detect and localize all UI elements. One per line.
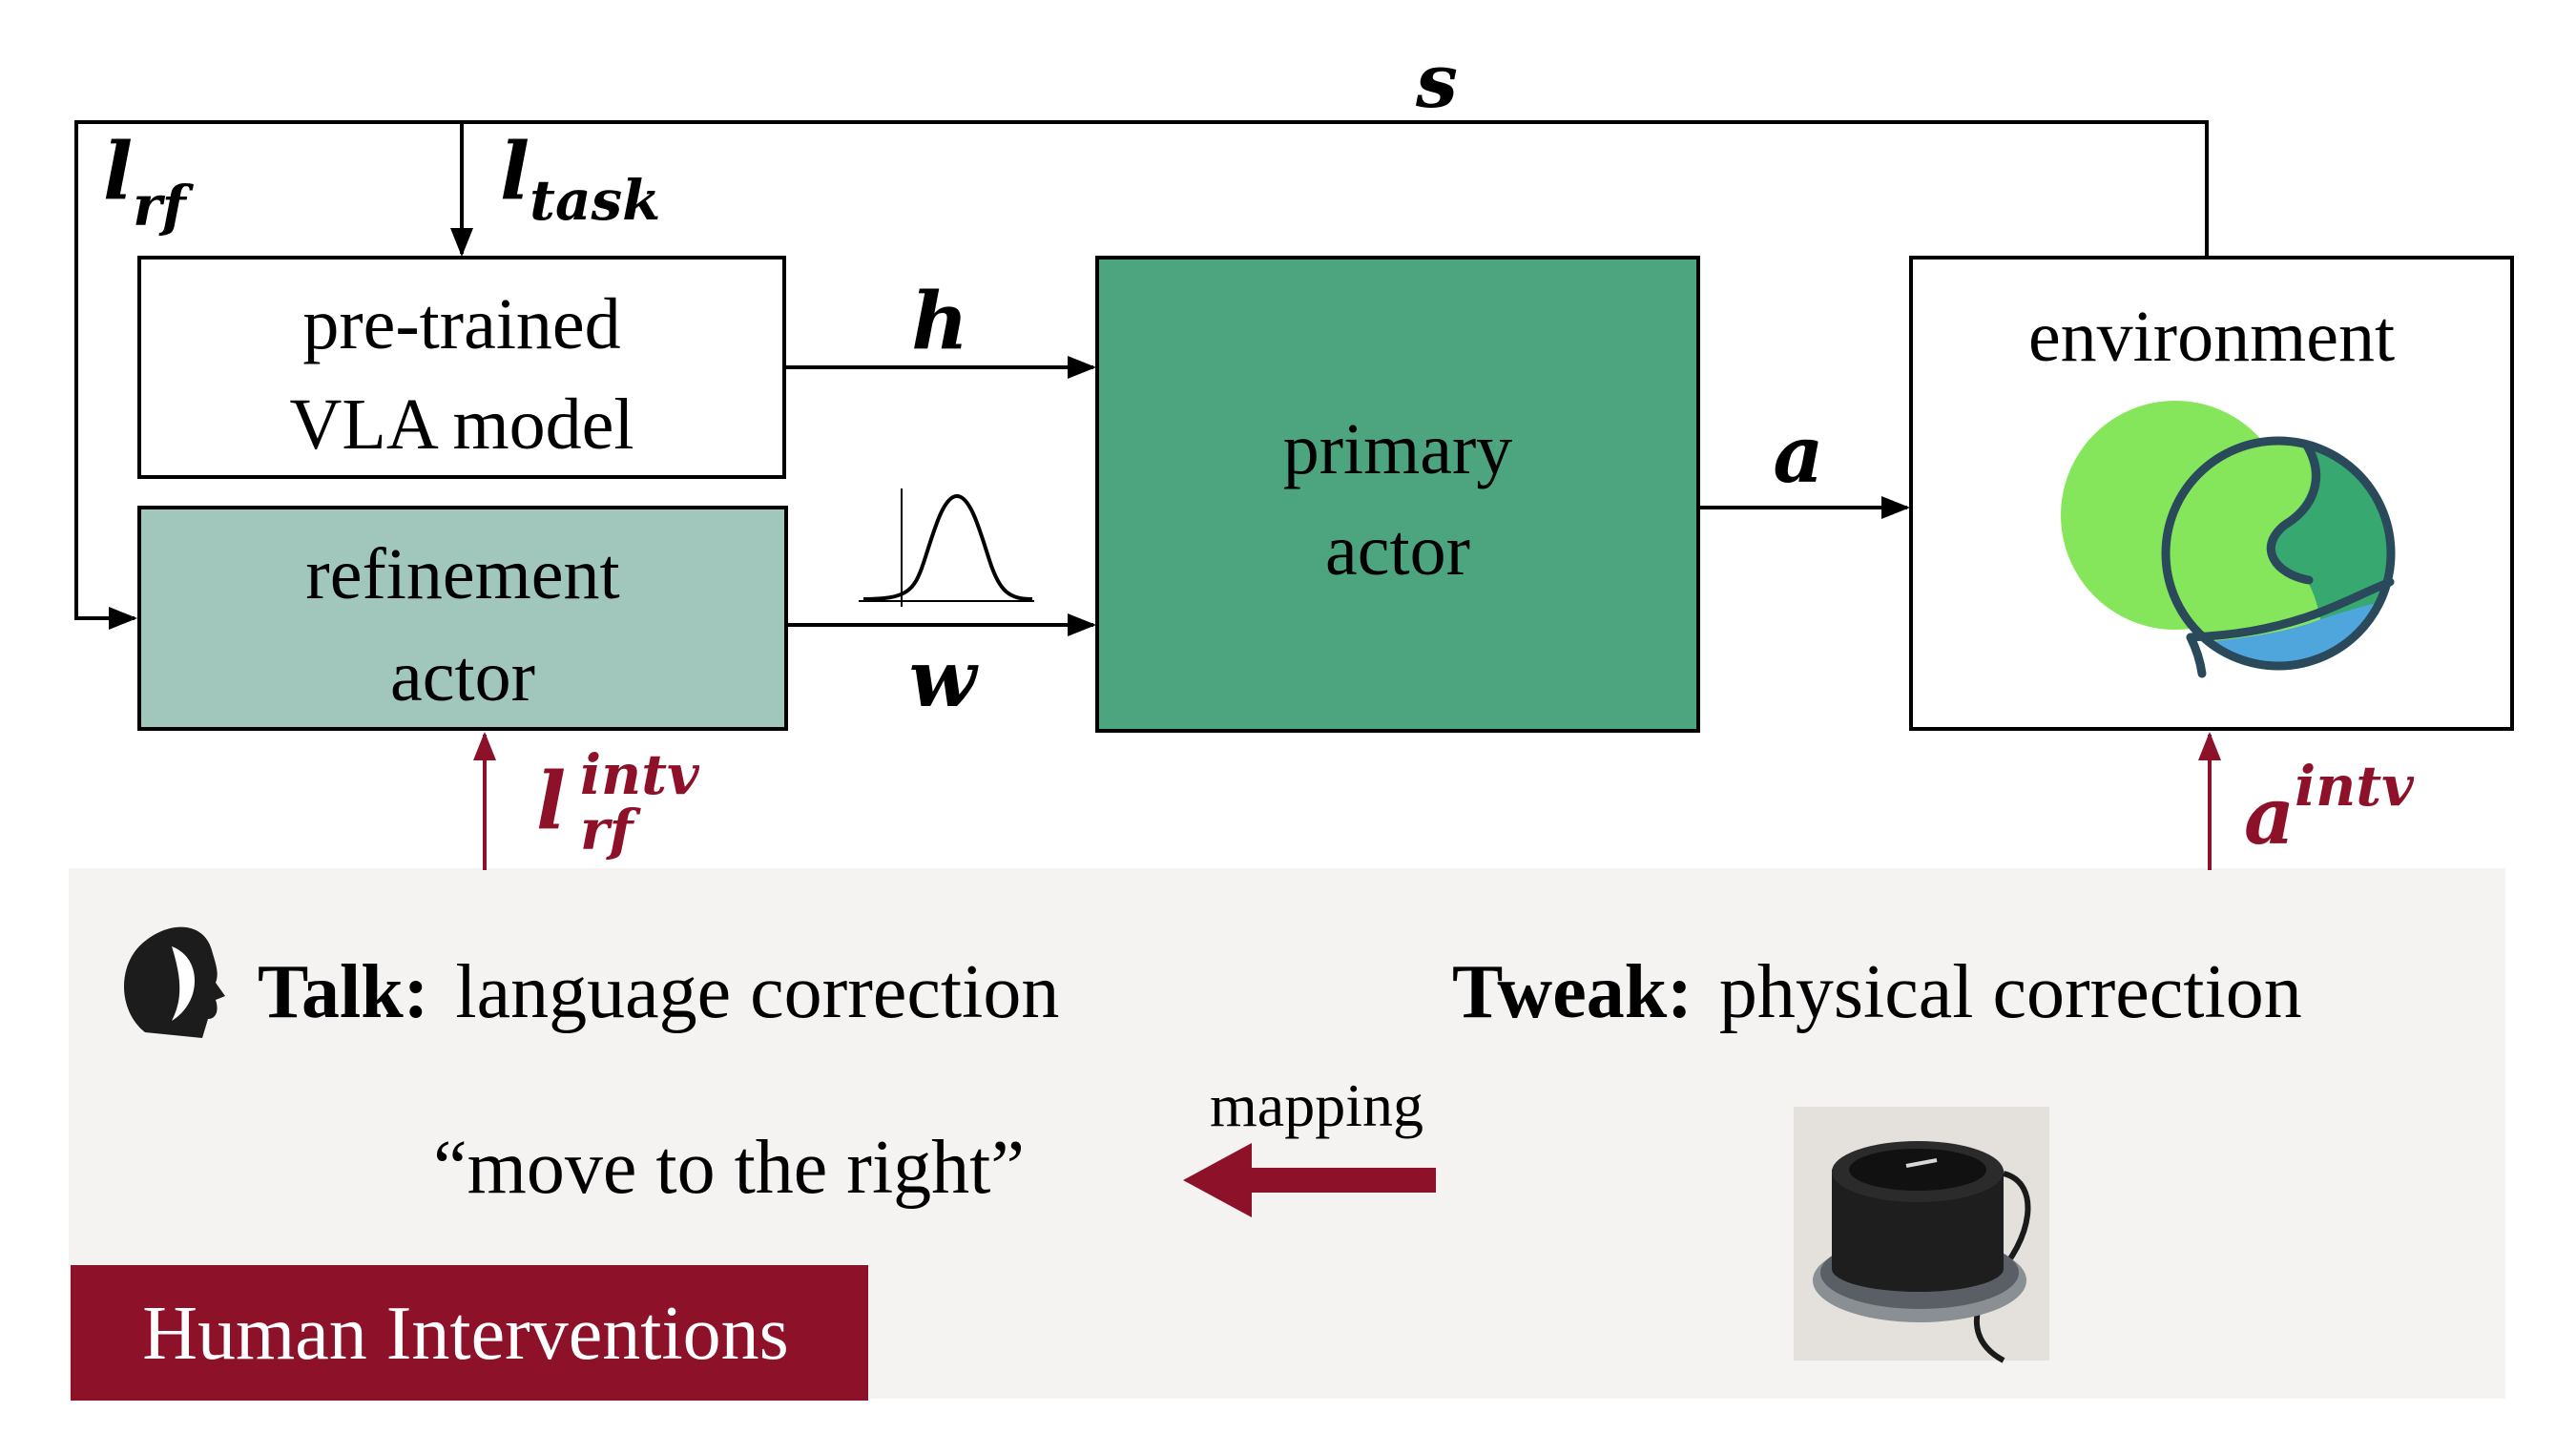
l-task-label-sub: task <box>530 168 660 233</box>
l-task-label: ltask <box>500 126 660 233</box>
hidden-h-label: h <box>911 276 968 367</box>
l-rf-label: lrf <box>103 126 195 239</box>
space-mouse-device-icon <box>1794 1107 2049 1363</box>
l-rf-label-l: l <box>103 126 133 218</box>
l-rf-intv-label-sub: rf <box>580 798 642 862</box>
l-rf-intv-label-sup: intv <box>580 742 700 807</box>
state-label: s <box>1415 38 1458 125</box>
vla-model-block <box>137 256 786 479</box>
forward-arrows <box>786 356 1910 636</box>
intervention-arrows <box>473 732 2221 870</box>
mapping-arrow <box>1183 1143 1436 1217</box>
primary-actor-block <box>1095 256 1700 733</box>
talk-description: language correction <box>455 950 1059 1034</box>
a-intv-label-a: a <box>2244 771 2295 862</box>
a-intv-label-sup: intv <box>2295 754 2415 819</box>
human-interventions-title: Human Interventions <box>142 1292 789 1376</box>
l-rf-label-sub: rf <box>133 174 195 239</box>
human-head-icon <box>123 926 225 1038</box>
refinement-block-line2: actor <box>390 636 535 717</box>
mapping-label: mapping <box>1210 1071 1423 1139</box>
human-interventions-banner <box>71 1265 868 1401</box>
environment-label: environment <box>2028 297 2395 377</box>
l-rf-intv-label-l: l <box>536 756 566 847</box>
vla-block-line1: pre-trained <box>302 284 620 364</box>
refinement-block-line1: refinement <box>305 534 619 614</box>
weight-w-label: w <box>909 634 979 725</box>
talk-title: Talk: <box>258 950 428 1034</box>
primary-block-line1: primary <box>1283 409 1513 489</box>
globe-icon <box>2061 401 2396 678</box>
tweak-description: physical correction <box>1719 950 2302 1034</box>
quote-text: “move to the right” <box>433 1126 1025 1210</box>
a-intv-label: aintv <box>2244 754 2415 862</box>
refinement-actor-block <box>137 506 788 731</box>
tweak-line: Tweak: physical correction <box>1452 950 2302 1034</box>
action-a-label: a <box>1773 409 1823 501</box>
gaussian-distribution-icon <box>859 488 1034 607</box>
primary-block-line2: actor <box>1325 510 1470 591</box>
vla-block-line2: VLA model <box>290 384 634 465</box>
state-feedback-lines <box>74 120 2209 630</box>
l-task-label-l: l <box>500 126 530 218</box>
tweak-title: Tweak: <box>1452 950 1693 1034</box>
talk-line: Talk: language correction <box>258 950 1059 1034</box>
